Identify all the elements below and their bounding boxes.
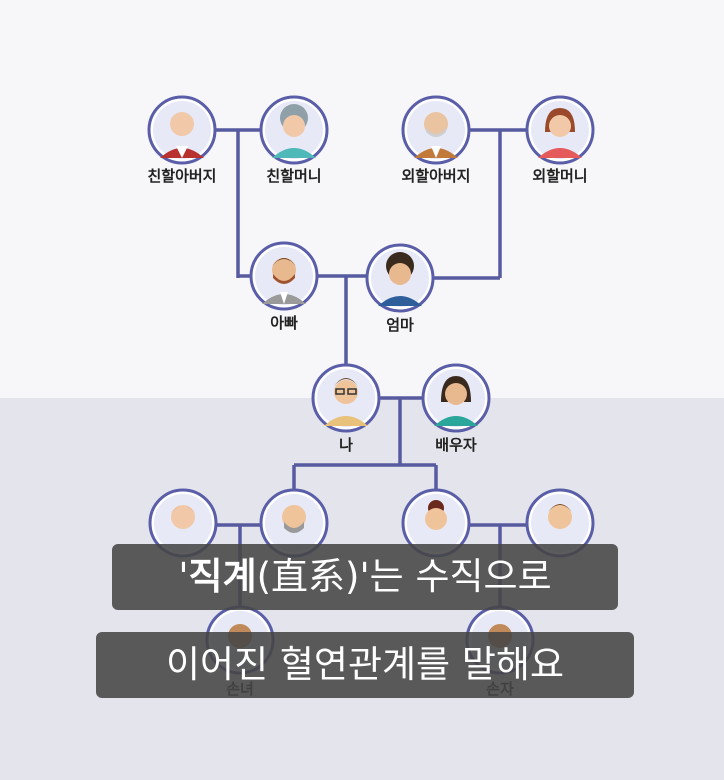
caption-line-2: 이어진 혈연관계를 말해요 [96, 632, 634, 698]
me-avatar [313, 365, 379, 431]
label-paternal-grandfather: 친할아버지 [122, 165, 242, 186]
paternal-grandmother-avatar [261, 97, 327, 163]
label-spouse: 배우자 [396, 434, 516, 455]
label-maternal-grandmother: 외할머니 [500, 165, 620, 186]
label-maternal-grandfather: 외할아버지 [376, 165, 496, 186]
maternal-grandfather-avatar [403, 97, 469, 163]
caption-line-1-bold: 직계 [189, 555, 257, 598]
label-mother: 엄마 [340, 314, 460, 335]
mother-avatar [367, 245, 433, 311]
paternal-grandfather-avatar [149, 97, 215, 163]
label-me: 나 [286, 434, 406, 455]
father-avatar [251, 243, 317, 309]
maternal-grandmother-avatar [527, 97, 593, 163]
label-father: 아빠 [224, 312, 344, 333]
label-paternal-grandmother: 친할머니 [234, 165, 354, 186]
spouse-avatar [423, 365, 489, 431]
caption-line-1: '직계(直系)'는 수직으로 [112, 544, 618, 610]
caption-line-1-quote: ' [178, 555, 188, 598]
caption-line-1-rest: (直系)'는 수직으로 [257, 555, 552, 598]
